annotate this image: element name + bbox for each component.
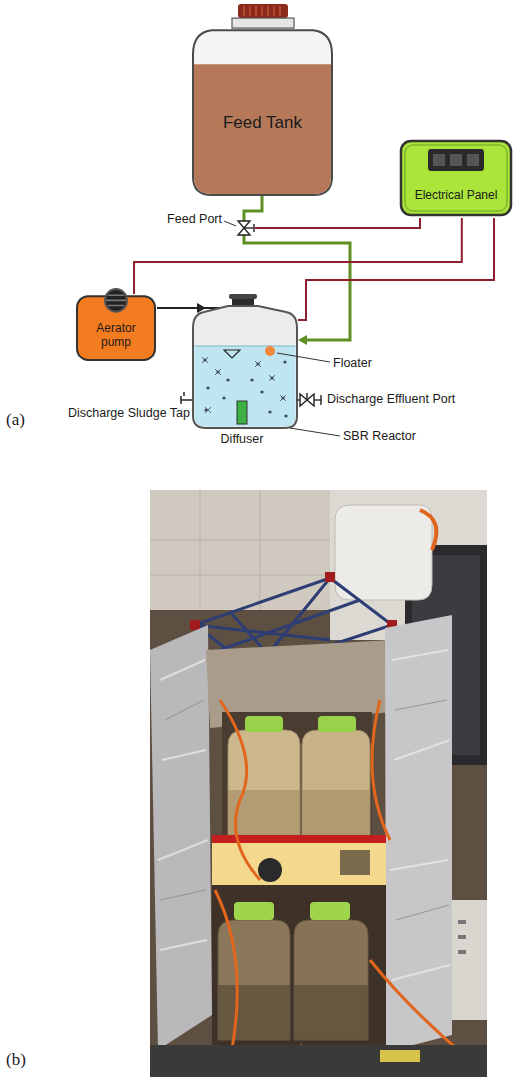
node-text: Aerator pump bbox=[85, 322, 147, 350]
port-label: Discharge Effluent Port bbox=[327, 392, 455, 407]
port-label: Feed Port bbox=[167, 212, 222, 227]
effluent-valve bbox=[297, 393, 321, 406]
control-wire bbox=[255, 218, 494, 320]
sludge-tap bbox=[181, 392, 193, 404]
control-wire bbox=[134, 218, 462, 294]
node-text: Electrical Panel bbox=[415, 189, 498, 203]
feed-tank-outline bbox=[190, 4, 335, 197]
aerator-pump: Aerator pump bbox=[75, 286, 157, 362]
feed-arrowhead bbox=[298, 335, 307, 345]
node-text: Feed Tank bbox=[223, 113, 302, 133]
sbr-reactor bbox=[193, 294, 297, 428]
electrical-panel: Electrical Panel bbox=[398, 138, 514, 218]
part-label: Diffuser bbox=[221, 432, 264, 447]
part-label: Floater bbox=[333, 356, 372, 371]
panel-letter: (a) bbox=[6, 410, 25, 430]
part-label: SBR Reactor bbox=[343, 429, 416, 444]
feed-tank: Feed Tank bbox=[190, 4, 335, 197]
electrical-panel-outline bbox=[398, 138, 514, 218]
panel-letter: (b) bbox=[6, 1050, 26, 1070]
leader-line bbox=[224, 221, 340, 436]
part-label: Discharge Sludge Tap bbox=[68, 406, 190, 421]
feed-valve bbox=[238, 221, 254, 235]
reactor-photo bbox=[150, 490, 487, 1077]
